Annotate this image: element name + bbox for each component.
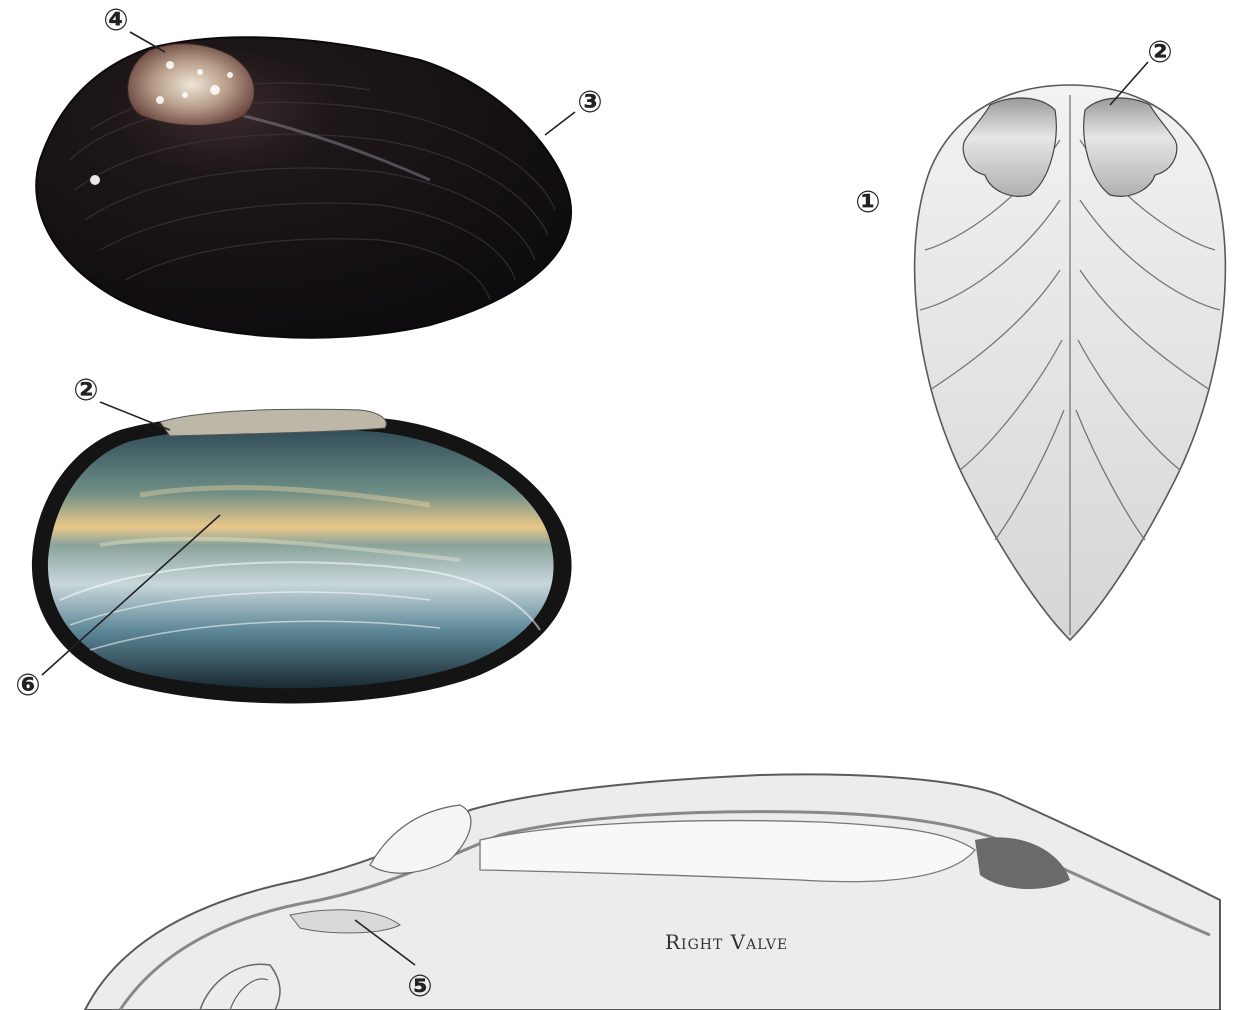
- callout-3: ③: [577, 85, 602, 120]
- svg-text:③: ③: [577, 85, 602, 120]
- callout-5: ⑤: [407, 969, 432, 1004]
- shell-exterior: [36, 37, 571, 338]
- callout-2-hinge: ②: [1147, 35, 1172, 70]
- callout-1: ①: [855, 185, 880, 220]
- callout-2-interior: ②: [73, 373, 98, 408]
- svg-text:①: ①: [855, 185, 880, 220]
- callout-4: ④: [103, 3, 128, 38]
- svg-text:②: ②: [73, 373, 98, 408]
- caption-right-valve: Right Valve: [665, 930, 788, 954]
- svg-text:②: ②: [1147, 35, 1172, 70]
- svg-text:⑤: ⑤: [407, 969, 432, 1004]
- svg-text:④: ④: [103, 3, 128, 38]
- shell-interior: [32, 414, 572, 704]
- cross-section-drawing: [85, 774, 1220, 1010]
- hinge-drawing: [915, 85, 1226, 640]
- callout-6: ⑥: [15, 668, 40, 703]
- svg-text:⑥: ⑥: [15, 668, 40, 703]
